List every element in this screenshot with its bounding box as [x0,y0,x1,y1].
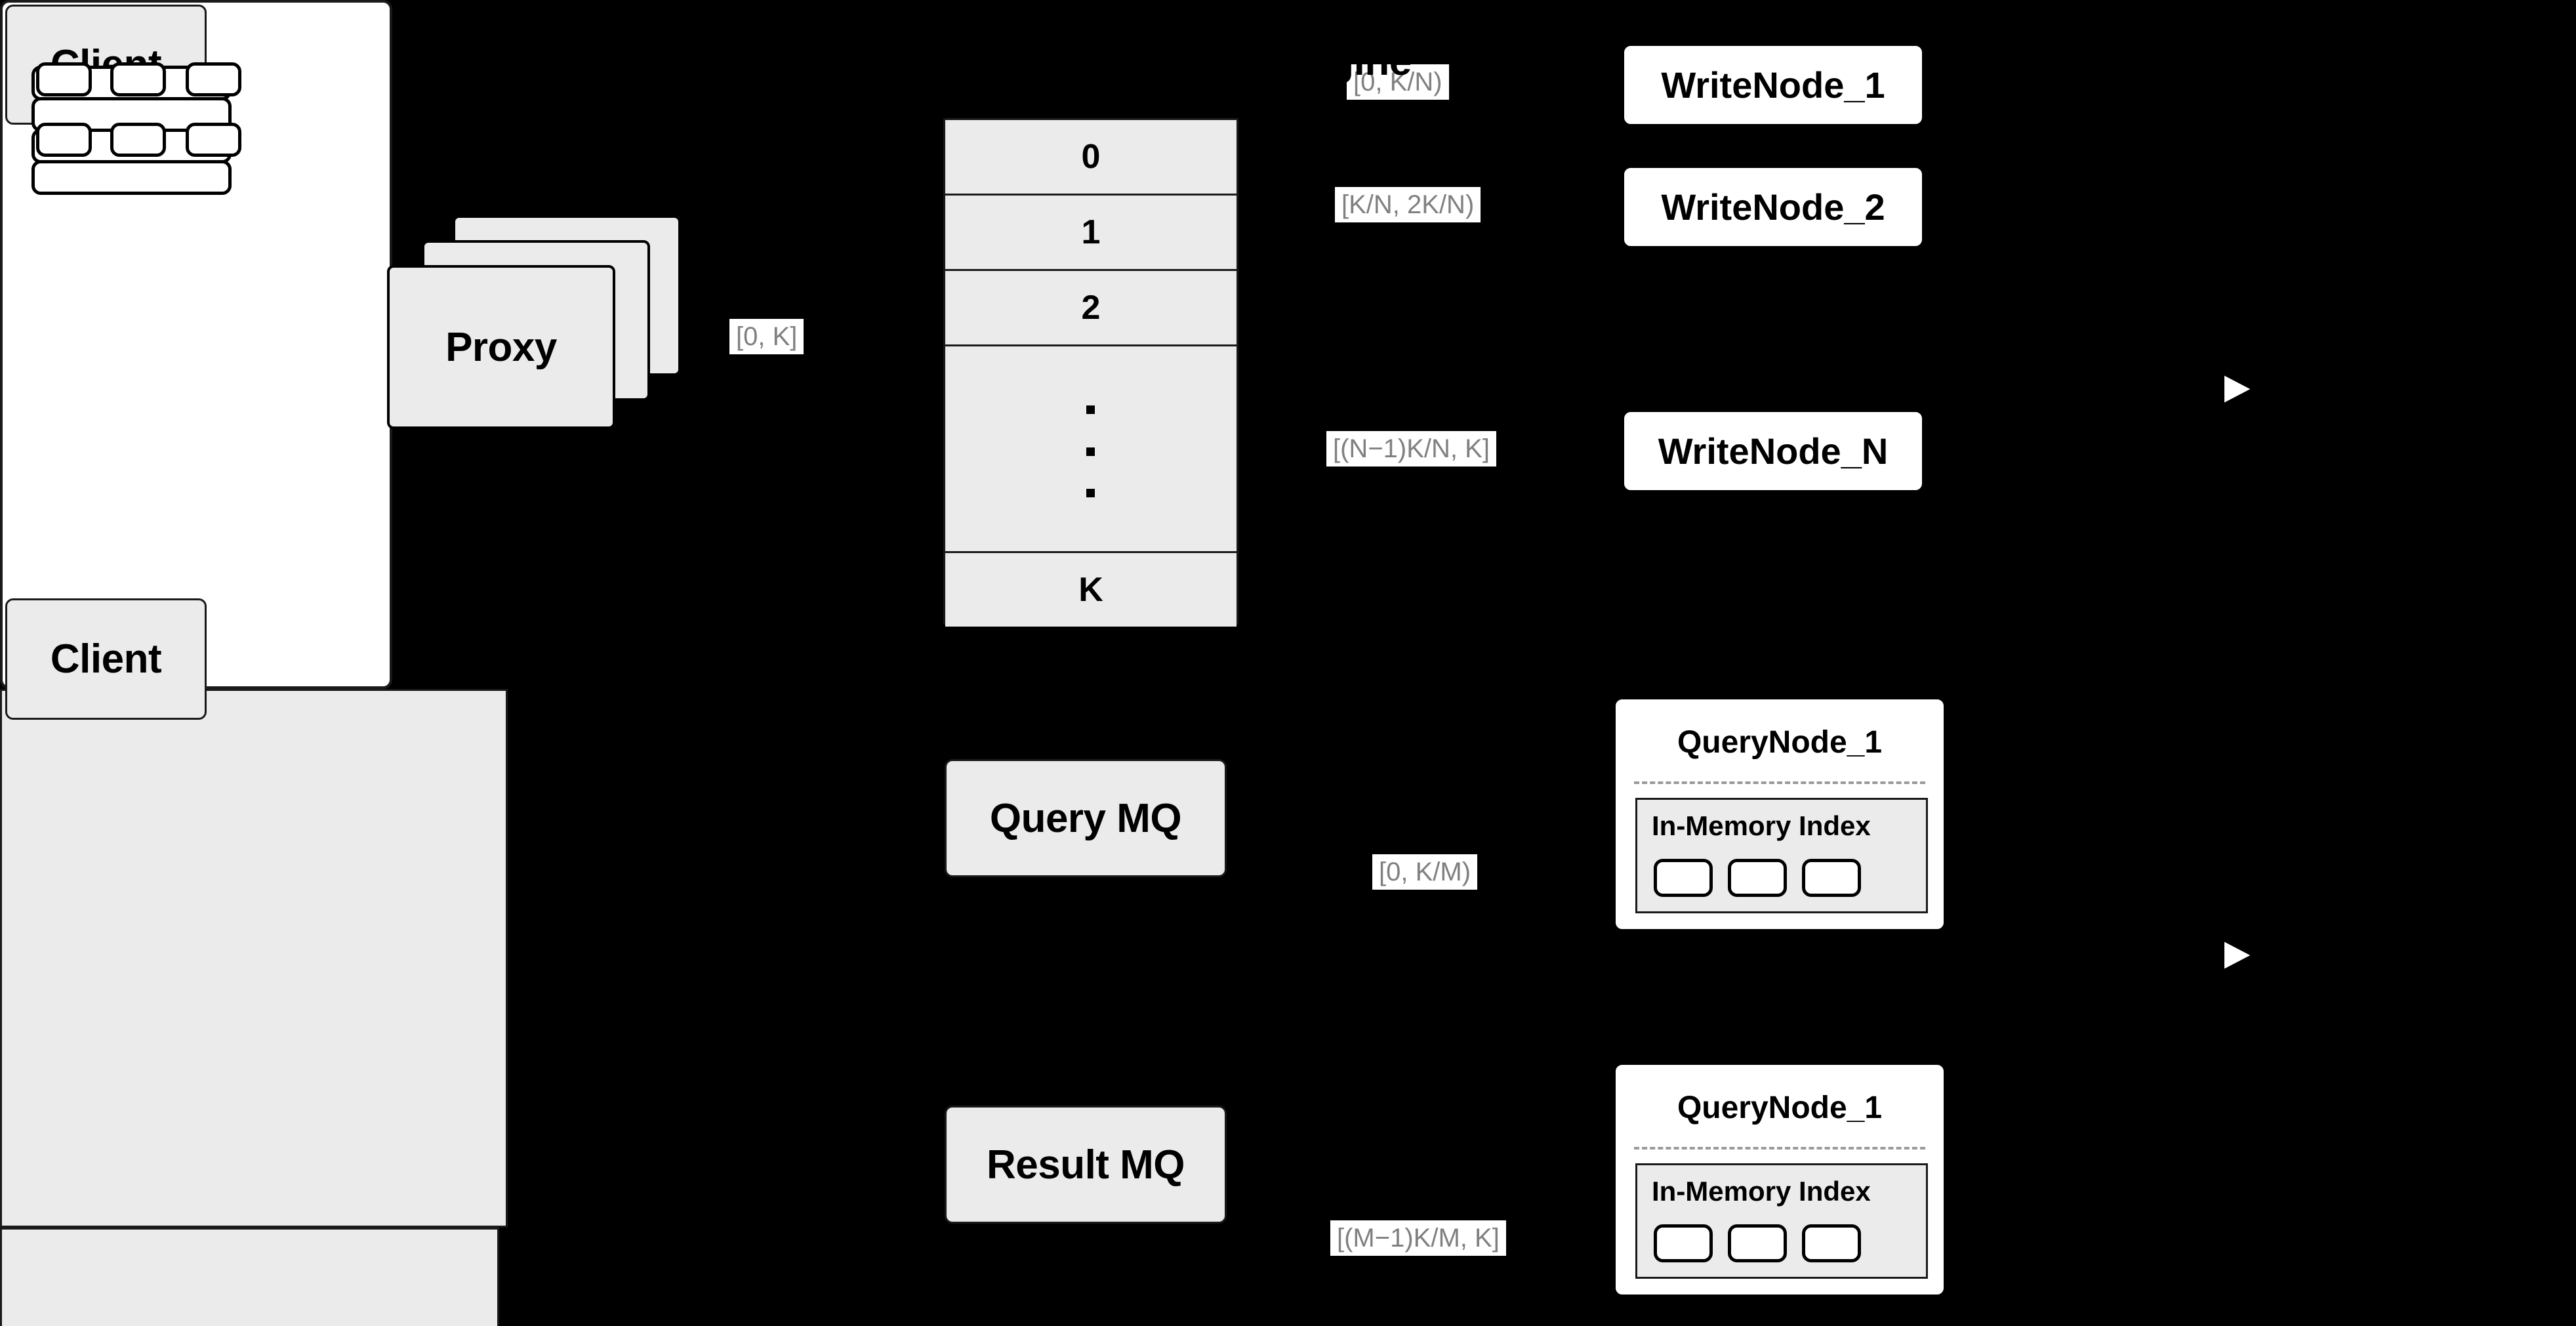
query-mq-box: Query MQ [945,759,1227,877]
query-node-2-label: QueryNode_1 [1677,1090,1883,1125]
write-node-vertical-ellipsis-icon [1774,279,1784,364]
wal-row: 1 [945,196,1237,271]
in-memory-index-label-1: In-Memory Index [1652,810,1871,841]
arrow-line-writenode-1 [1513,82,1595,88]
wal-row-ellipsis [945,346,1237,553]
arrow-line-store-index [2186,953,2223,957]
edge-label-writenode-n: [(N−1)K/N, K] [1326,431,1496,466]
in-memory-index-cell [1802,1224,1861,1262]
arrow-line-querynode-1 [1522,873,1594,879]
write-node-group-panel [0,689,508,1228]
in-memory-index-cell [1802,859,1861,897]
in-memory-index-cell [1654,1224,1713,1262]
edge-label-querynode-1: [0, K/M) [1372,854,1478,890]
store-index-title: Index [1240,12,1336,54]
query-node-1-divider [1634,781,1925,784]
edge-label-querynode-1-text: [0, K/M) [1379,858,1471,886]
store-index-cell [36,123,92,157]
store-index-cell [110,62,166,96]
edge-label-writenode-n-text: [(N−1)K/N, K] [1333,434,1490,463]
proxy-label: Proxy [445,324,557,370]
wal-row: 0 [945,120,1237,196]
wal-row-label: 1 [1081,213,1101,251]
arrow-head-writenode-1 [1587,66,1622,105]
wal-row-label: K [1078,571,1103,609]
arrow-line-writenode-2 [1513,205,1595,211]
in-memory-index-panel-1: In-Memory Index [1635,798,1928,913]
edge-label-writenode-1-text: [0, K/N) [1353,68,1442,96]
query-node-group-panel [0,1228,499,1326]
store-engine-title: Store Engine [1164,39,1412,84]
write-node-1: WriteNode_1 [1619,41,1927,129]
query-node-1-label: QueryNode_1 [1677,725,1883,760]
client-box-2: Client [5,598,207,720]
wal-row: 2 [945,271,1237,346]
in-memory-index-cell [1728,859,1787,897]
write-node-2-label: WriteNode_2 [1661,186,1885,228]
arrow-head-writenode-n [1587,432,1622,471]
arrow-head-querynode-2 [1580,1222,1614,1262]
proxy-box: Proxy [387,265,615,429]
query-node-vertical-ellipsis-icon [1766,943,1776,1035]
arrow-line-store-binlog [2186,386,2223,391]
binlog-title: Binlog [1231,14,1345,55]
edge-label-querynode-2-text: [(M−1)K/M, K] [1337,1224,1500,1253]
store-index-cell [110,123,166,157]
write-node-2: WriteNode_2 [1619,163,1927,251]
wal-row-label: 0 [1081,138,1101,176]
query-node-2-divider [1634,1147,1925,1150]
wal-vertical-ellipsis-icon [1086,405,1095,497]
query-node-1: QueryNode_1 In-Memory Index [1610,694,1949,934]
arrow-line-querynode-2 [1522,1239,1594,1245]
query-node-2: QueryNode_1 In-Memory Index [1610,1060,1949,1300]
write-node-1-label: WriteNode_1 [1661,64,1885,106]
store-index-cell [186,123,241,157]
in-memory-index-cell [1728,1224,1787,1262]
wal-row-table: 0 1 2 K [943,118,1238,627]
arrow-head-querynode-1 [1580,856,1614,896]
in-memory-index-cell [1654,859,1713,897]
arrow-line-writenode-n [1513,448,1595,454]
in-memory-index-label-2: In-Memory Index [1652,1176,1871,1207]
arrow-head-open-index-icon [2219,935,2259,976]
edge-label-writenode-2: [K/N, 2K/N) [1335,187,1481,222]
edge-label-writenode-1: [0, K/N) [1347,64,1449,100]
query-mq-label: Query MQ [989,795,1182,841]
store-index-cell [186,62,241,96]
result-mq-box: Result MQ [945,1106,1227,1224]
arrow-head-writenode-2 [1587,188,1622,228]
edge-label-writenode-2-text: [K/N, 2K/N) [1341,190,1475,219]
result-mq-label: Result MQ [986,1142,1185,1188]
wal-row-label: 2 [1081,289,1101,327]
in-memory-index-panel-2: In-Memory Index [1635,1163,1928,1279]
write-node-n-label: WriteNode_N [1658,430,1889,472]
edge-label-proxy-range: [0, K] [729,319,804,354]
binlog-bar [31,160,232,195]
wal-title: WAL [1243,33,1333,79]
edge-label-querynode-2: [(M−1)K/M, K] [1330,1220,1506,1256]
client-label-2: Client [50,636,162,682]
edge-label-proxy-range-text: [0, K] [736,322,798,351]
wal-row: K [945,553,1237,627]
store-index-cell [36,62,92,96]
write-node-n: WriteNode_N [1619,407,1927,495]
arrow-head-open-binlog-icon [2219,369,2259,409]
